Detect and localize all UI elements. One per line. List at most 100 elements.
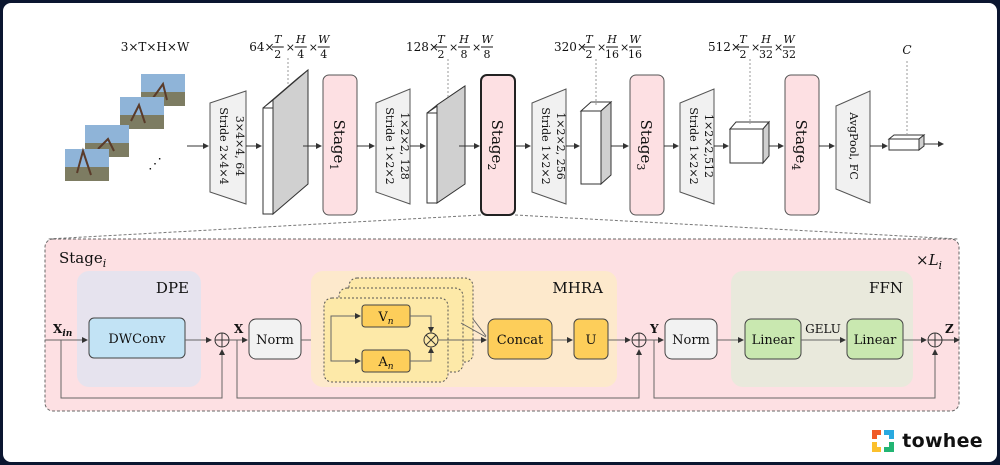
linear-1-block[interactable] xyxy=(744,318,802,360)
v-sub: n xyxy=(388,317,394,327)
zoom-guide-left xyxy=(47,214,482,240)
concat-block[interactable] xyxy=(487,318,553,360)
connector-line xyxy=(460,322,487,338)
residual-connection-3 xyxy=(653,340,938,399)
downsample-2-stride-text: Stride 1×2×2 xyxy=(539,107,552,184)
norm-1-label: Norm xyxy=(256,333,294,348)
dwconv-block[interactable] xyxy=(88,317,186,359)
downsample-1-stride-text: Stride 1×2×2 xyxy=(383,107,396,184)
svg-text:Xin: Xin xyxy=(53,322,72,339)
mhra-module: MHRA Vn An Concat U xyxy=(311,271,617,387)
downsample-1-block: 1×2×2, 128 Stride 1×2×2 xyxy=(375,88,411,205)
stage-3-label: Stage xyxy=(637,120,655,164)
dpe-title: DPE xyxy=(156,279,189,297)
stage-detail-title: Stage xyxy=(59,249,103,267)
stage-1-block[interactable]: Stage1 xyxy=(322,74,358,216)
feature-map-4 xyxy=(728,59,771,165)
stage-1-subscript: 1 xyxy=(327,163,340,170)
downsample-3-kernel-text: 1×2×2,512 xyxy=(702,114,715,178)
stage-2-label: Stage xyxy=(488,120,506,164)
repeat-label: ×L xyxy=(916,251,939,269)
dim-text: 512× xyxy=(708,40,741,54)
times-sign: × xyxy=(309,41,318,54)
dim-text: H xyxy=(606,33,617,46)
dim-text: 128× xyxy=(406,40,439,54)
stage-detail-title-sub: i xyxy=(103,257,107,270)
linear-2-block[interactable] xyxy=(846,318,904,360)
linear-1-label: Linear xyxy=(752,333,796,348)
head-text: AvgPool, FC xyxy=(847,111,860,180)
z-label: Z xyxy=(945,322,954,336)
dim-text: H xyxy=(458,33,469,46)
svg-text:Stage1: Stage1 xyxy=(327,120,348,171)
zoom-guide-right xyxy=(514,214,959,240)
dim-text: 16 xyxy=(605,48,619,61)
towhee-logo-icon xyxy=(872,430,895,452)
stage-3-block[interactable]: Stage3 xyxy=(629,74,665,216)
stem-conv-kernel-text: 3×4×4, 64 xyxy=(233,116,246,176)
dim-text: 4 xyxy=(320,48,327,61)
feature-dim-label-2: 128×T2×H8×W8 xyxy=(406,33,494,61)
downsample-2-block: 1×2×2, 256 Stride 1×2×2 xyxy=(531,88,567,205)
input-x-label: X xyxy=(53,322,63,336)
connector-line xyxy=(472,318,487,337)
norm-1-block[interactable] xyxy=(248,318,302,360)
brand-name: towhee xyxy=(902,430,983,452)
input-x-sub: in xyxy=(62,329,72,339)
linear-2-label: Linear xyxy=(854,333,898,348)
dim-text: 2 xyxy=(274,48,281,61)
svg-text:Stage3: Stage3 xyxy=(634,120,655,171)
residual-connection-1 xyxy=(60,340,225,399)
times-sign: × xyxy=(751,41,760,54)
dim-text: T xyxy=(585,33,594,46)
dim-text: 8 xyxy=(461,48,468,61)
mhra-title: MHRA xyxy=(552,279,603,297)
video-frame xyxy=(65,147,109,181)
stage-4-subscript: 4 xyxy=(789,163,802,170)
towhee-logo: towhee xyxy=(872,430,983,452)
dpe-module: DPE DWConv xyxy=(77,271,201,387)
stage-4-block[interactable]: Stage4 xyxy=(784,74,820,216)
times-sign: × xyxy=(286,41,295,54)
stage-2-block[interactable]: Stage2 xyxy=(480,74,516,216)
a-label: A xyxy=(377,355,388,370)
dwconv-label: DWConv xyxy=(108,332,166,347)
stem-conv-stride-text: Stride 2×4×4 xyxy=(217,107,230,184)
downsample-3-block: 1×2×2,512 Stride 1×2×2 xyxy=(679,88,715,205)
stage-2-subscript: 2 xyxy=(485,163,498,170)
u-block[interactable] xyxy=(573,318,609,360)
svg-text:×Li: ×Li xyxy=(916,251,942,272)
add-op-icon-3 xyxy=(927,332,943,348)
uniformer-architecture-diagram: 3×T×H×W ⋰ 3×4×4, 64 Stride 2×4×4 64×T2×H… xyxy=(44,33,960,412)
feature-map-3 xyxy=(579,59,613,186)
norm-2-block[interactable] xyxy=(664,318,718,360)
input-dims-label: 3×T×H×W xyxy=(121,40,190,54)
times-sign: × xyxy=(449,41,458,54)
connector-line xyxy=(410,347,434,362)
downsample-1-kernel-text: 1×2×2, 128 xyxy=(398,112,411,179)
dim-text: T xyxy=(437,33,446,46)
dim-text: 2 xyxy=(438,48,445,61)
dim-text: T xyxy=(274,33,283,46)
connector-line xyxy=(330,313,361,340)
input-video-frames xyxy=(65,74,185,181)
times-sign: × xyxy=(472,41,481,54)
svg-text:An: An xyxy=(377,355,393,372)
feature-map-2 xyxy=(426,59,466,204)
v-label: V xyxy=(377,310,388,325)
norm-2-label: Norm xyxy=(672,333,710,348)
dim-text: H xyxy=(295,33,306,46)
dim-text: 32 xyxy=(759,48,773,61)
repeat-label-sub: i xyxy=(939,259,943,272)
feature-map-1 xyxy=(262,58,309,216)
stage-1-label: Stage xyxy=(330,120,348,164)
dim-text: 16 xyxy=(628,48,642,61)
dim-text: 32 xyxy=(782,48,796,61)
stage-3-subscript: 3 xyxy=(634,163,647,170)
u-label: U xyxy=(586,333,597,348)
add-op-icon-2 xyxy=(631,332,647,348)
gelu-label: GELU xyxy=(805,322,841,336)
dim-text: 2 xyxy=(740,48,747,61)
dim-text: H xyxy=(760,33,771,46)
